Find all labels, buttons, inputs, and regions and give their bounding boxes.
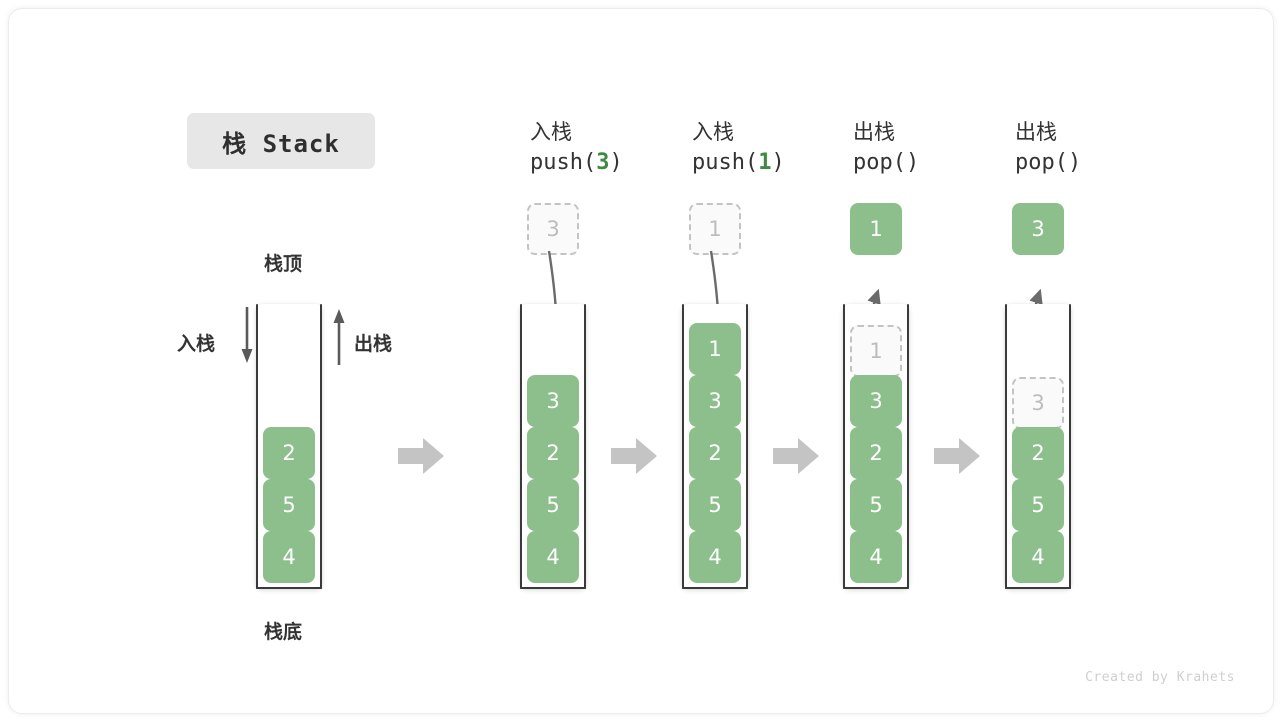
stack-cell: 2 [1012, 427, 1064, 479]
stack-floor [520, 587, 586, 589]
transition-arrow-icon-1 [398, 438, 444, 474]
popped-value-box: 1 [850, 203, 902, 255]
stack-bottom-label: 栈底 [264, 621, 303, 643]
call-name: push( [692, 150, 759, 175]
stage-operation-call: push(3) [530, 147, 700, 179]
call-name: pop( [1015, 150, 1068, 175]
stack-top-label: 栈顶 [264, 253, 303, 275]
stage-operation-call: pop() [1015, 147, 1185, 179]
figure-title-chip: 栈 Stack [187, 113, 375, 169]
stage-operation-label: 入栈 [530, 120, 572, 144]
transition-arrow-icon-4 [934, 438, 980, 474]
call-paren-close: ) [1067, 150, 1082, 175]
stack-cell: 5 [527, 479, 579, 531]
stack-cell: 2 [689, 427, 741, 479]
stack-cell: 5 [850, 479, 902, 531]
call-paren-close: ) [771, 150, 785, 175]
stack-cell: 4 [527, 531, 579, 583]
figure-title: 栈 Stack [222, 129, 340, 158]
transition-arrow-icon-3 [772, 438, 819, 474]
push-direction-label: 入栈 [177, 333, 216, 355]
call-paren-close: ) [609, 150, 623, 175]
stack-wall-left [682, 304, 684, 589]
stack-floor [256, 587, 322, 589]
stack-wall-left [1005, 304, 1007, 589]
stack-floor [843, 587, 909, 589]
transition-arrow-icon-2 [611, 438, 657, 474]
stack-cell: 5 [689, 479, 741, 531]
stack-cell: 2 [527, 427, 579, 479]
stage-operation-call: pop() [853, 147, 1023, 179]
call-argument: 3 [596, 150, 610, 175]
stack-floor [682, 587, 748, 589]
stack-cell: 5 [1012, 479, 1064, 531]
stack-wall-left [256, 304, 258, 589]
credit-text: Created by Krahets [1085, 670, 1235, 685]
stack-cell: 4 [689, 531, 741, 583]
pending-push-value-box: 3 [527, 203, 579, 255]
stack-cell: 2 [850, 427, 902, 479]
stack-wall-right [1069, 304, 1071, 589]
pop-direction-label: 出栈 [354, 333, 393, 355]
stage-operation-label: 入栈 [692, 120, 734, 144]
call-argument: 1 [758, 150, 772, 175]
call-name: push( [530, 150, 597, 175]
stack-wall-right [584, 304, 586, 589]
stack-cell: 5 [263, 479, 315, 531]
stack-wall-right [746, 304, 748, 589]
stage-header-push-1: 入栈 push(1) [692, 117, 862, 179]
call-paren-close: ) [905, 150, 920, 175]
stack-cell: 4 [1012, 531, 1064, 583]
stack-cell: 4 [850, 531, 902, 583]
stage-header-pop-3: 出栈 pop() [1015, 117, 1185, 179]
stack-wall-right [907, 304, 909, 589]
stack-cell: 1 [689, 323, 741, 375]
stage-operation-label: 出栈 [1015, 120, 1057, 144]
stage-operation-call: push(1) [692, 147, 862, 179]
stack-cell-removed: 1 [850, 325, 902, 377]
stack-cell: 3 [689, 375, 741, 427]
popped-value-box: 3 [1012, 203, 1064, 255]
stage-operation-label: 出栈 [853, 120, 895, 144]
pending-push-value-box: 1 [689, 203, 741, 255]
call-name: pop( [853, 150, 906, 175]
stage-header-push-3: 入栈 push(3) [530, 117, 700, 179]
stack-cell: 3 [850, 375, 902, 427]
stack-cell: 4 [263, 531, 315, 583]
stack-cell: 2 [263, 427, 315, 479]
push-direction-arrow-icon [241, 307, 253, 363]
stack-wall-left [520, 304, 522, 589]
pop-direction-arrow-icon [333, 309, 345, 365]
stack-cell-removed: 3 [1012, 377, 1064, 429]
stack-wall-right [320, 304, 322, 589]
stack-cell: 3 [527, 375, 579, 427]
stage-header-pop-1: 出栈 pop() [853, 117, 1023, 179]
stack-wall-left [843, 304, 845, 589]
stack-floor [1005, 587, 1071, 589]
